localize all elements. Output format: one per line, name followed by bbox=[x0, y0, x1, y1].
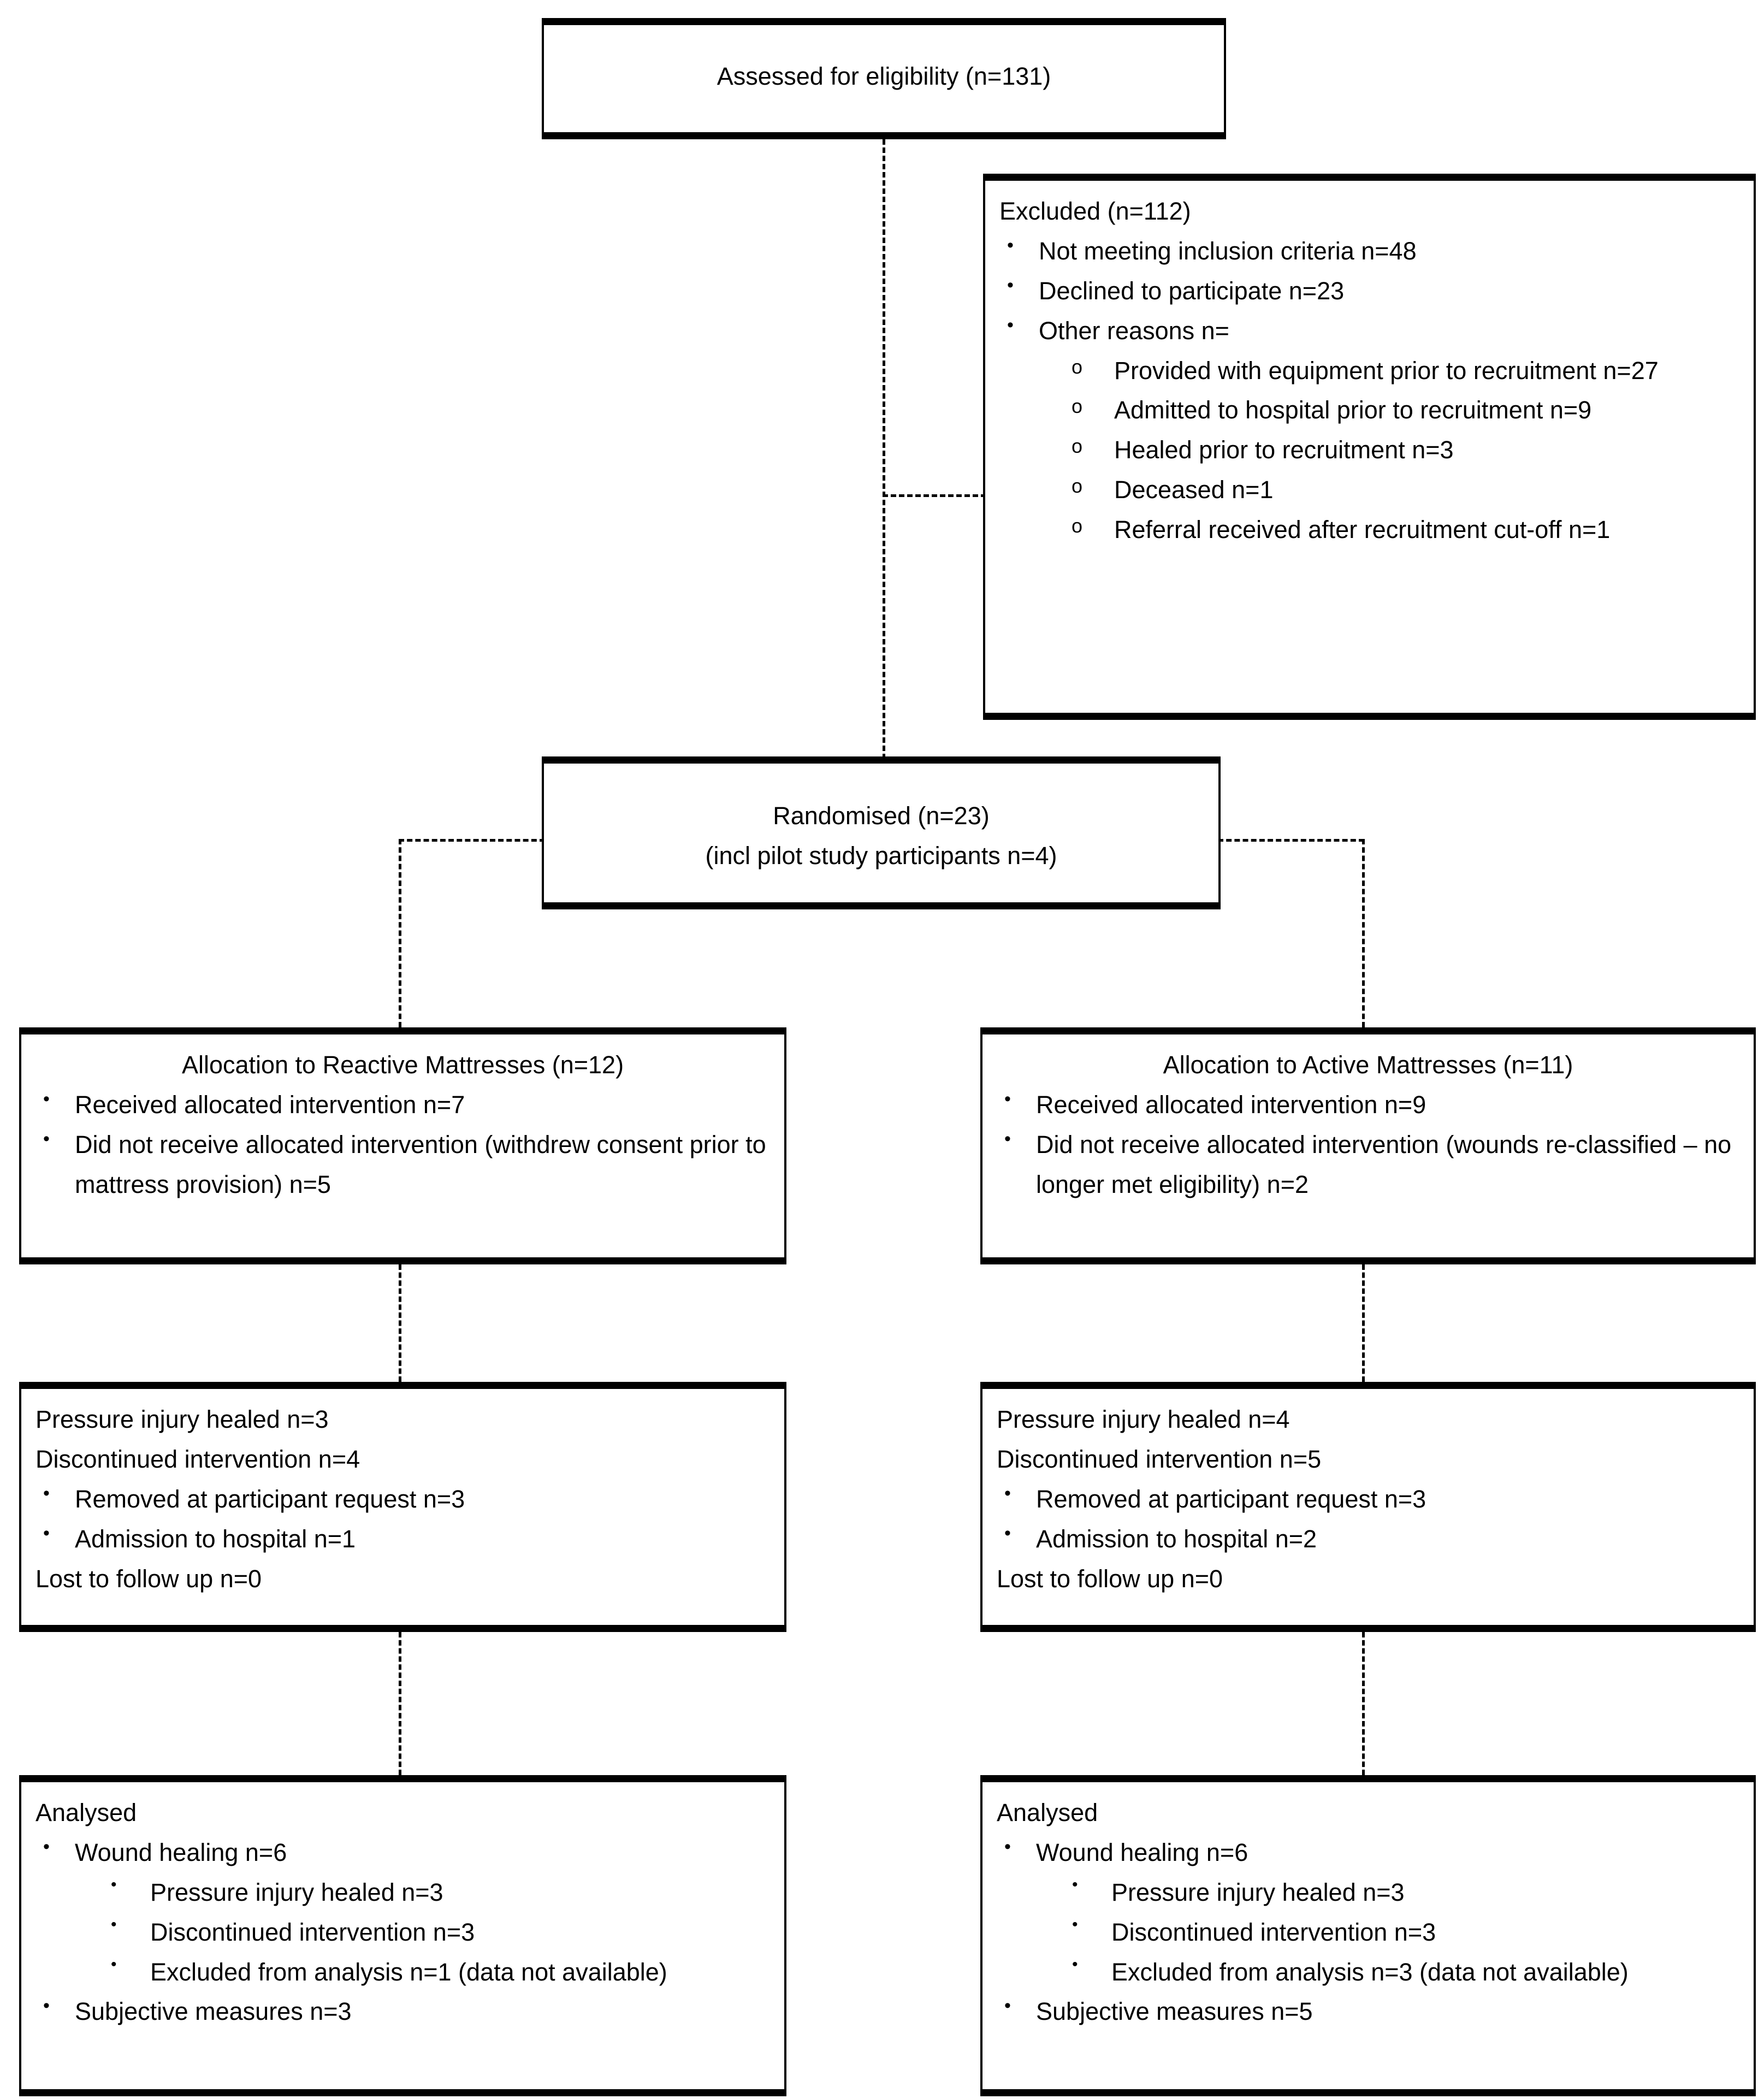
list-item: Subjective measures n=5 bbox=[997, 1991, 1739, 2032]
right-allocation-list: Received allocated intervention n=9 Did … bbox=[997, 1084, 1739, 1205]
right-followup-healed: Pressure injury healed n=4 bbox=[997, 1405, 1290, 1433]
randomised-box: Randomised (n=23) (incl pilot study part… bbox=[542, 756, 1221, 909]
right-followup-lost: Lost to follow up n=0 bbox=[997, 1564, 1223, 1593]
right-analysed-list: Wound healing n=6 bbox=[997, 1832, 1739, 1873]
connector-right-drop bbox=[1362, 839, 1365, 1027]
right-allocation-title: Allocation to Active Mattresses (n=11) bbox=[1163, 1051, 1573, 1079]
list-item: Pressure injury healed n=3 bbox=[96, 1872, 770, 1913]
left-followup-box: Pressure injury healed n=3 Discontinued … bbox=[19, 1382, 786, 1632]
left-analysed-box: Analysed Wound healing n=6 Pressure inju… bbox=[19, 1775, 786, 2096]
list-item: Removed at participant request n=3 bbox=[35, 1479, 770, 1519]
connector-right-allocation-to-followup bbox=[1362, 1264, 1365, 1382]
list-item: Excluded from analysis n=3 (data not ava… bbox=[1057, 1952, 1739, 1992]
assessed-for-eligibility-label: Assessed for eligibility (n=131) bbox=[717, 62, 1051, 90]
connector-left-allocation-to-followup bbox=[399, 1264, 401, 1382]
excluded-box: Excluded (n=112) Not meeting inclusion c… bbox=[983, 174, 1756, 720]
right-analysed-list-after: Subjective measures n=5 bbox=[997, 1991, 1739, 2032]
randomised-pilot-label: (incl pilot study participants n=4) bbox=[705, 841, 1057, 870]
connector-assessed-to-excluded bbox=[883, 494, 986, 497]
left-analysed-list-after: Subjective measures n=3 bbox=[35, 1991, 770, 2032]
right-followup-discontinued: Discontinued intervention n=5 bbox=[997, 1445, 1322, 1473]
left-followup-healed: Pressure injury healed n=3 bbox=[35, 1405, 329, 1433]
list-item: Not meeting inclusion criteria n=48 bbox=[999, 230, 1739, 271]
assessed-for-eligibility-box: Assessed for eligibility (n=131) bbox=[542, 18, 1226, 139]
list-item: Declined to participate n=23 bbox=[999, 270, 1739, 311]
list-item: Admission to hospital n=2 bbox=[997, 1518, 1739, 1559]
list-item: Pressure injury healed n=3 bbox=[1057, 1872, 1739, 1913]
left-analysed-heading: Analysed bbox=[35, 1799, 137, 1826]
excluded-reasons-list: Not meeting inclusion criteria n=48 Decl… bbox=[999, 230, 1739, 351]
right-allocation-box: Allocation to Active Mattresses (n=11) R… bbox=[980, 1027, 1756, 1264]
connector-assessed-to-randomised bbox=[883, 139, 885, 759]
list-item: Removed at participant request n=3 bbox=[997, 1479, 1739, 1519]
right-followup-discontinued-list: Removed at participant request n=3 Admis… bbox=[997, 1479, 1739, 1559]
right-followup-box: Pressure injury healed n=4 Discontinued … bbox=[980, 1382, 1756, 1632]
list-item: Received allocated intervention n=9 bbox=[997, 1084, 1739, 1125]
list-item: Admitted to hospital prior to recruitmen… bbox=[1059, 391, 1739, 430]
connector-right-followup-to-analysed bbox=[1362, 1632, 1365, 1775]
list-item: Did not receive allocated intervention (… bbox=[35, 1124, 770, 1205]
left-analysed-list: Wound healing n=6 bbox=[35, 1832, 770, 1873]
list-item: Did not receive allocated intervention (… bbox=[997, 1124, 1739, 1205]
list-item: Admission to hospital n=1 bbox=[35, 1518, 770, 1559]
left-allocation-list: Received allocated intervention n=7 Did … bbox=[35, 1084, 770, 1205]
list-item: Excluded from analysis n=1 (data not ava… bbox=[96, 1952, 770, 1992]
list-item: Received allocated intervention n=7 bbox=[35, 1084, 770, 1125]
randomised-label: Randomised (n=23) bbox=[773, 802, 990, 830]
list-item: Referral received after recruitment cut-… bbox=[1059, 510, 1739, 550]
right-analysed-sublist: Pressure injury healed n=3 Discontinued … bbox=[997, 1872, 1739, 1992]
list-item: Wound healing n=6 bbox=[35, 1832, 770, 1873]
left-followup-discontinued-list: Removed at participant request n=3 Admis… bbox=[35, 1479, 770, 1559]
left-allocation-title: Allocation to Reactive Mattresses (n=12) bbox=[181, 1051, 624, 1079]
connector-left-followup-to-analysed bbox=[399, 1632, 401, 1775]
right-analysed-box: Analysed Wound healing n=6 Pressure inju… bbox=[980, 1775, 1756, 2096]
connector-randomised-to-left bbox=[399, 839, 545, 842]
connector-left-drop bbox=[399, 839, 401, 1027]
list-item: Provided with equipment prior to recruit… bbox=[1059, 351, 1739, 391]
list-item: Discontinued intervention n=3 bbox=[1057, 1912, 1739, 1953]
left-followup-lost: Lost to follow up n=0 bbox=[35, 1564, 262, 1593]
excluded-heading: Excluded (n=112) bbox=[999, 197, 1191, 225]
list-item: Healed prior to recruitment n=3 bbox=[1059, 430, 1739, 470]
right-analysed-heading: Analysed bbox=[997, 1799, 1098, 1826]
list-item: Wound healing n=6 bbox=[997, 1832, 1739, 1873]
list-item: Other reasons n= bbox=[999, 310, 1739, 351]
list-item: Deceased n=1 bbox=[1059, 470, 1739, 510]
left-allocation-box: Allocation to Reactive Mattresses (n=12)… bbox=[19, 1027, 786, 1264]
left-analysed-sublist: Pressure injury healed n=3 Discontinued … bbox=[35, 1872, 770, 1992]
excluded-other-reasons-list: Provided with equipment prior to recruit… bbox=[999, 351, 1739, 550]
connector-randomised-to-right bbox=[1218, 839, 1364, 842]
list-item: Subjective measures n=3 bbox=[35, 1991, 770, 2032]
left-followup-discontinued: Discontinued intervention n=4 bbox=[35, 1445, 360, 1473]
list-item: Discontinued intervention n=3 bbox=[96, 1912, 770, 1953]
